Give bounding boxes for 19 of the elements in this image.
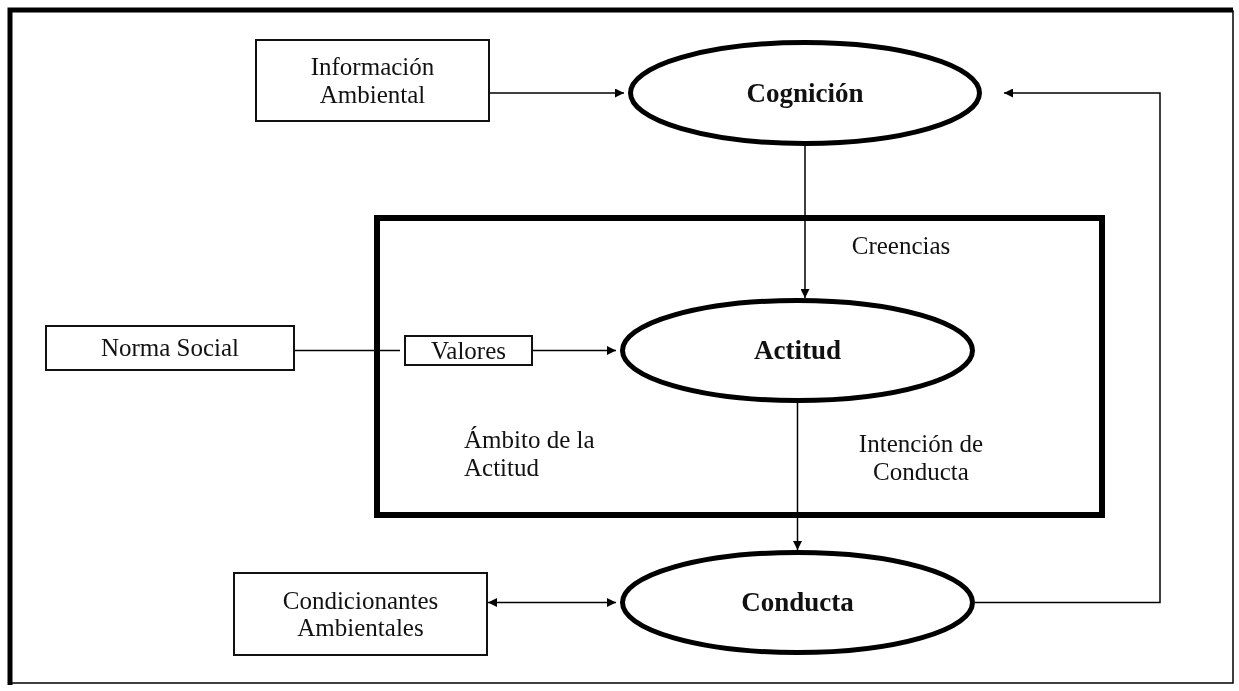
node-label: Norma Social (100, 334, 240, 362)
text-box (404, 335, 533, 366)
arrow (974, 88, 1161, 604)
arrow (489, 88, 625, 98)
text-box (255, 39, 490, 122)
arrow (532, 346, 617, 355)
text-box (233, 572, 488, 656)
arrow (793, 402, 802, 551)
arrow (487, 598, 617, 607)
node-label: Condicionantes Ambientales (281, 586, 440, 642)
arrow (800, 145, 810, 299)
node-label: Información Ambiental (309, 53, 436, 108)
text-box (45, 325, 295, 371)
node-label: Conducta (741, 587, 854, 618)
node-label: Valores (431, 336, 506, 365)
scope-label: Ámbito de la Actitud (464, 426, 596, 481)
node-label: Actitud (754, 335, 841, 366)
node-label: Cognición (746, 77, 864, 109)
scope-frame (374, 215, 1105, 518)
